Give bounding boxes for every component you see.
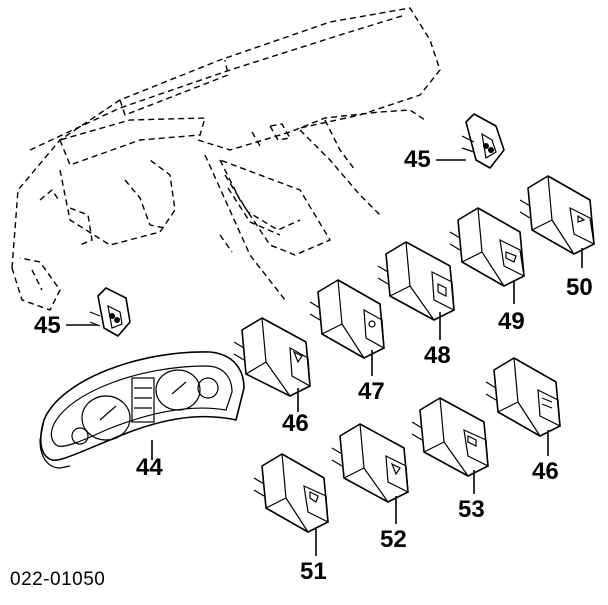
switch-50 xyxy=(519,175,595,255)
switch-51 xyxy=(253,453,329,533)
switch-45-upper xyxy=(461,113,505,169)
switch-45-lower xyxy=(89,287,131,337)
switch-48 xyxy=(377,241,455,321)
callout-47: 47 xyxy=(358,378,385,405)
switch-52 xyxy=(331,423,409,503)
switch-46-left xyxy=(233,317,311,397)
switch-53 xyxy=(411,397,489,477)
callout-51: 51 xyxy=(300,558,327,585)
callout-48: 48 xyxy=(424,342,451,369)
callout-44: 44 xyxy=(136,454,163,481)
callout-50: 50 xyxy=(566,274,593,301)
dashboard-outline xyxy=(11,7,441,311)
callout-45-upper: 45 xyxy=(404,146,431,173)
switch-49 xyxy=(449,207,525,287)
figure-code: 022-01050 xyxy=(10,569,106,590)
callout-52: 52 xyxy=(380,526,407,553)
callout-46-right: 46 xyxy=(532,458,559,485)
callout-53: 53 xyxy=(458,496,485,523)
callout-45-lower: 45 xyxy=(34,312,61,339)
callout-49: 49 xyxy=(498,308,525,335)
callout-46-left: 46 xyxy=(282,410,309,437)
switch-46-right xyxy=(485,357,561,437)
instrument-cluster-44 xyxy=(39,351,245,469)
switch-47 xyxy=(309,279,385,359)
